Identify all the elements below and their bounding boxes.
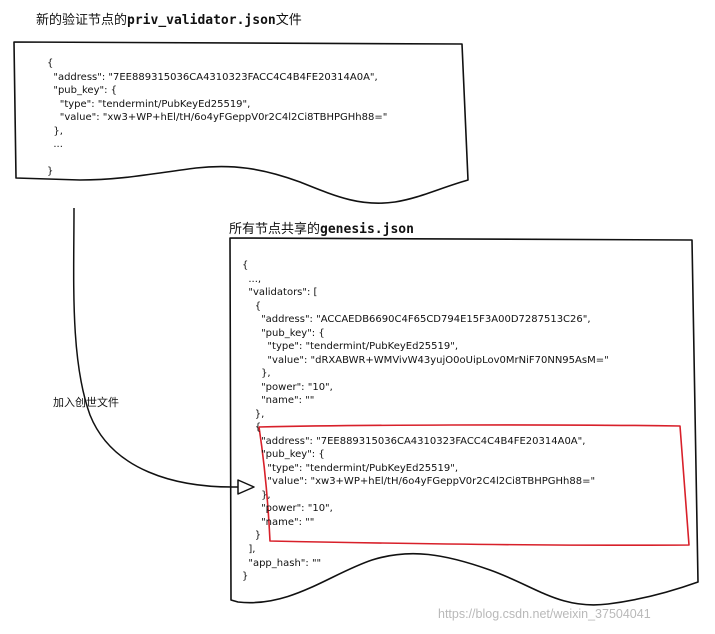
watermark: https://blog.csdn.net/weixin_37504041 bbox=[438, 607, 651, 621]
genesis-code-before: { ..., "validators": [ { "address": "ACC… bbox=[242, 260, 609, 420]
arrow-head bbox=[237, 479, 255, 495]
priv-validator-title-prefix: 新的验证节点的 bbox=[36, 13, 128, 28]
genesis-code-highlight: { "address": "7EE889315036CA4310323FACC4… bbox=[254, 422, 596, 541]
genesis-document-shape bbox=[229, 237, 699, 606]
arrow-label: 加入创世文件 bbox=[53, 396, 119, 409]
add-to-genesis-arrow bbox=[72, 207, 239, 488]
priv-validator-title: 新的验证节点的priv_validator.json文件 bbox=[36, 9, 302, 28]
genesis-title-prefix: 所有节点共享的 bbox=[229, 222, 321, 237]
genesis-code-after: ], "app_hash": "" } bbox=[242, 544, 322, 582]
priv-validator-title-suffix: 文件 bbox=[275, 13, 302, 28]
priv-validator-title-file: priv_validator.json bbox=[127, 13, 276, 28]
new-validator-highlight-box bbox=[258, 424, 690, 547]
genesis-title: 所有节点共享的genesis.json bbox=[229, 218, 414, 237]
priv-validator-document-shape bbox=[13, 41, 469, 205]
priv-validator-code: { "address": "7EE889315036CA4310323FACC4… bbox=[47, 58, 388, 177]
genesis-title-file: genesis.json bbox=[320, 222, 414, 237]
